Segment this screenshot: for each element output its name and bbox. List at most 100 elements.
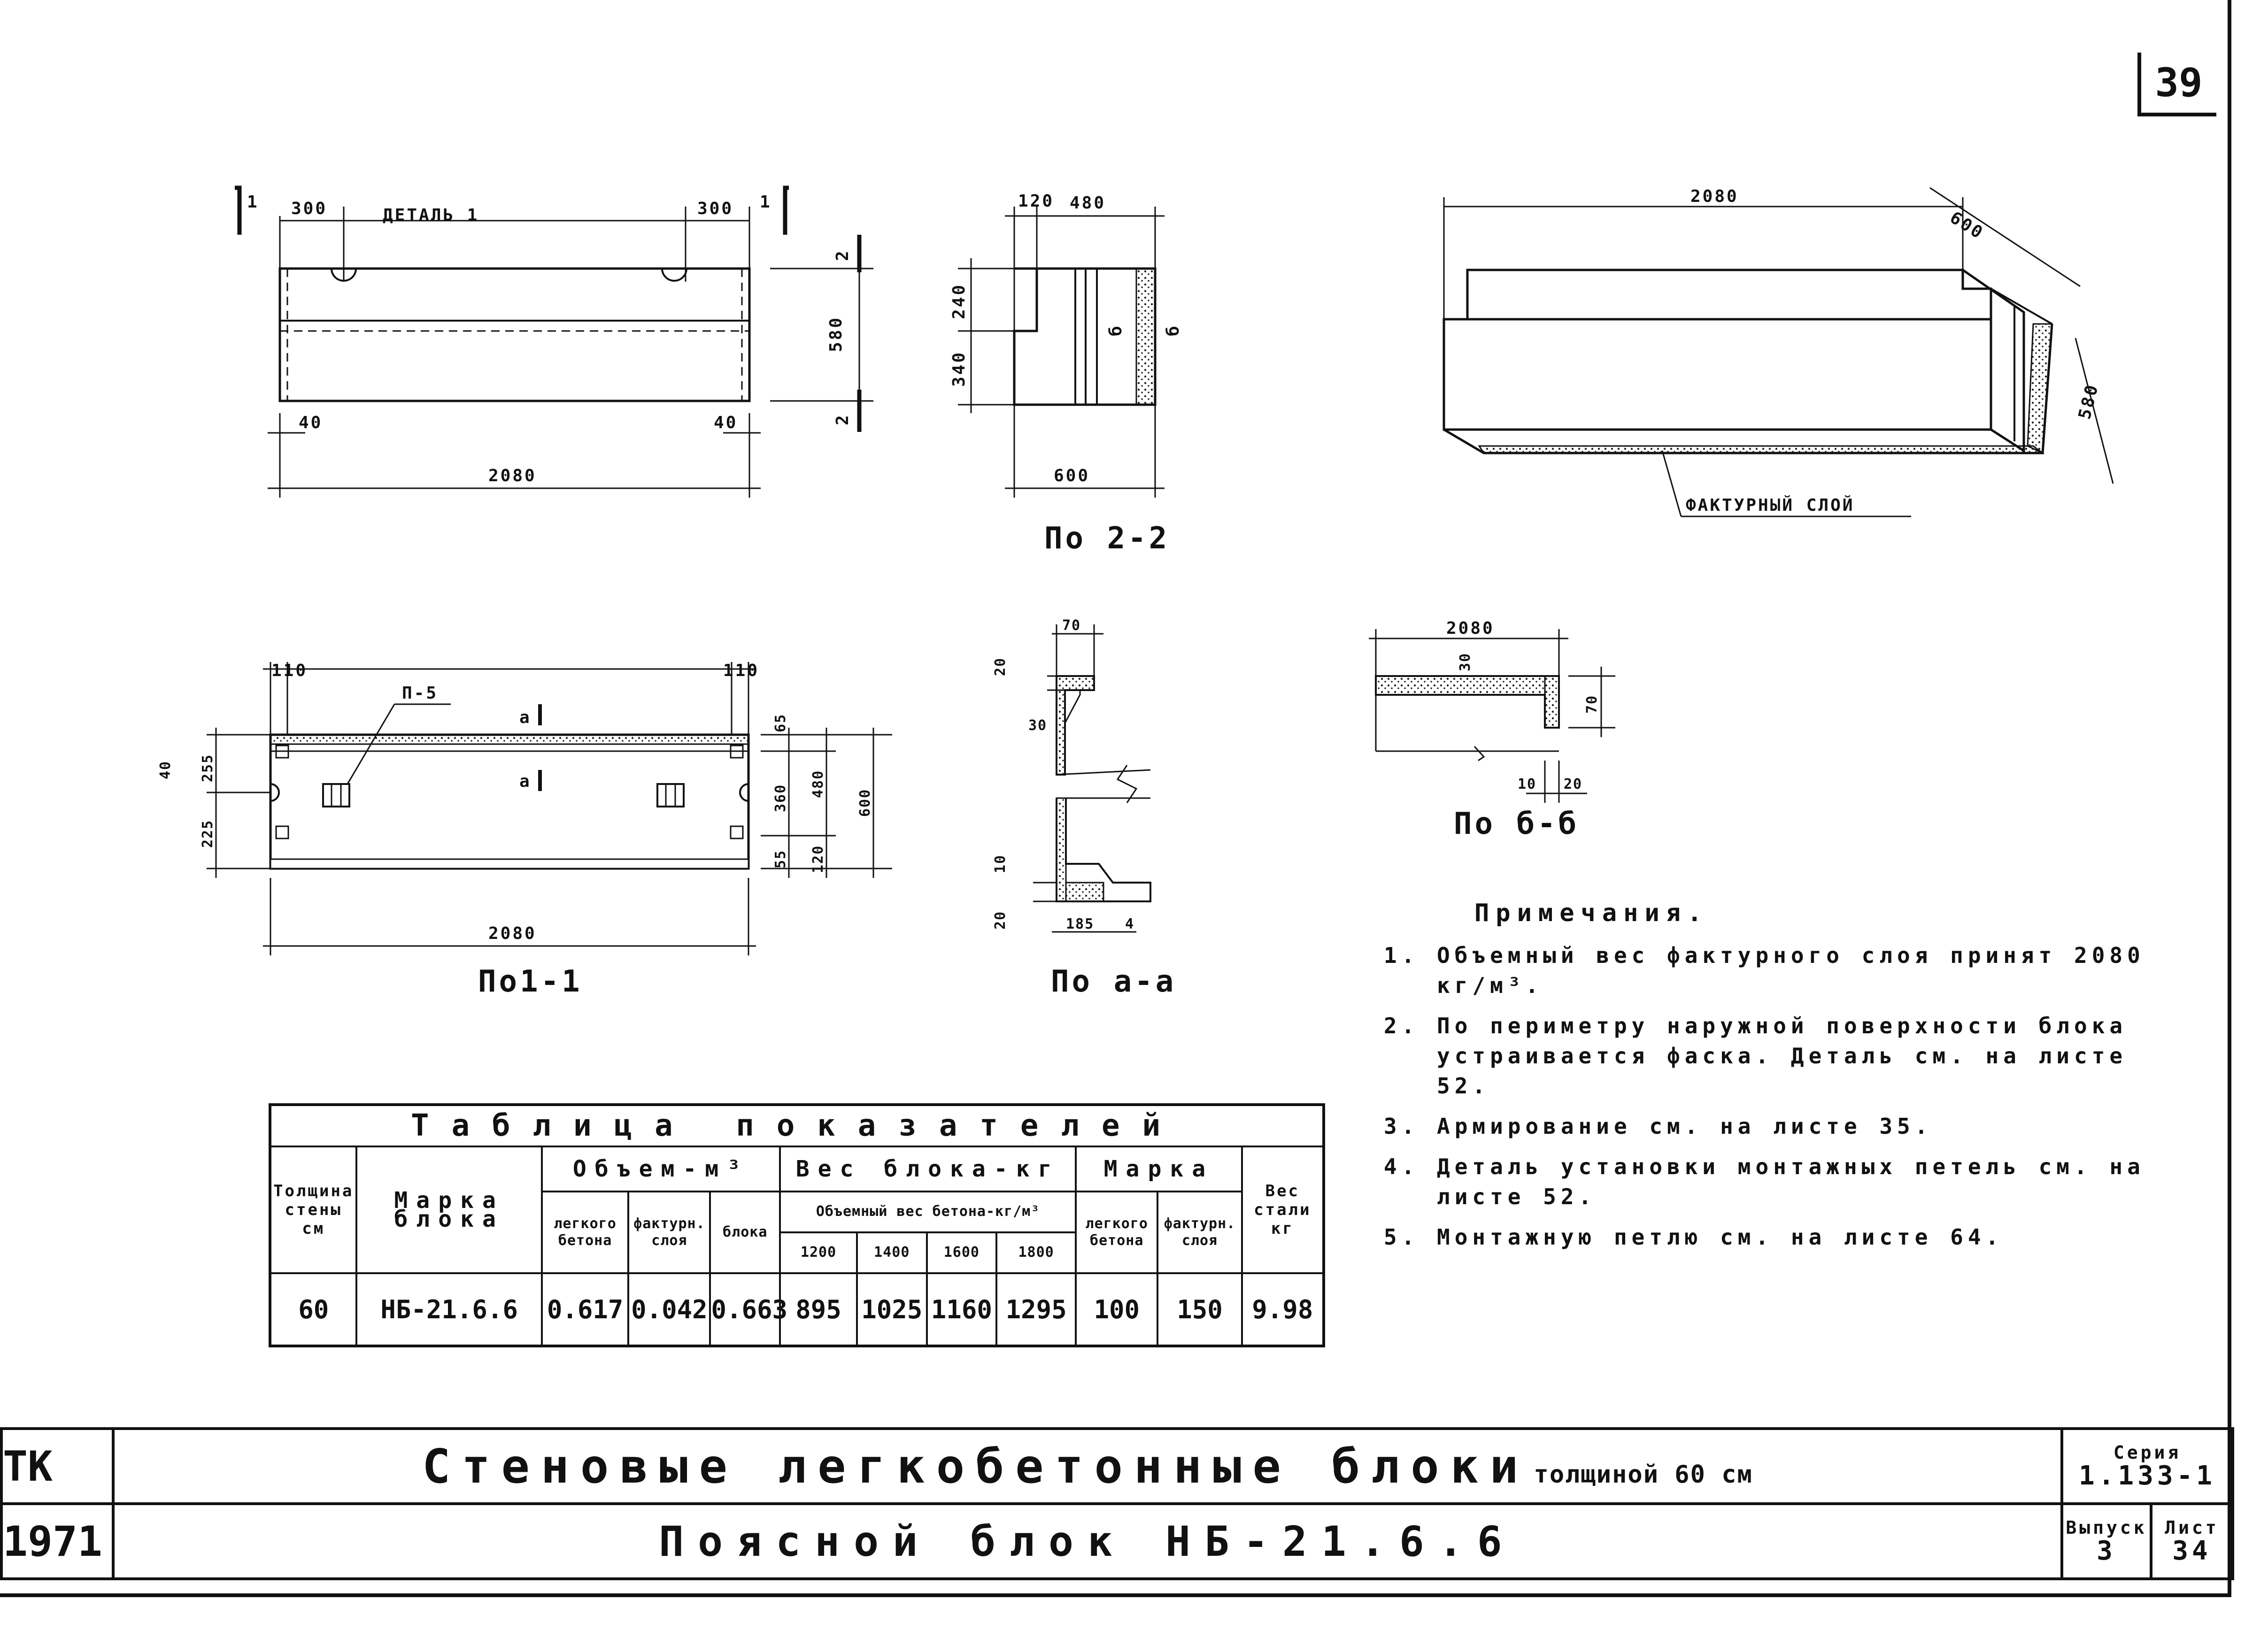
plan-1-1-caption: По1-1: [478, 964, 583, 999]
iso-length-dim: 2080: [1690, 187, 1739, 206]
iso-facing-layer-side: [2027, 323, 2053, 454]
section-a-a-view: [1033, 624, 1151, 933]
title-block: ТК Стеновые легкобетонные блоки толщиной…: [0, 1427, 2235, 1580]
sheet-value: 34: [2172, 1536, 2212, 1566]
section-2-2-dim-lower: 340: [949, 351, 969, 387]
plan-dim-480: 480: [810, 770, 826, 798]
col-w1200: 1200: [779, 1231, 858, 1275]
table-row: 60 НБ-21.6.6 0.617 0.042 0.663 895 1025 …: [269, 1272, 1325, 1347]
iso-upper-step: [1466, 269, 1992, 321]
col-volume-group: Объем-м³: [540, 1146, 781, 1192]
cell-w1800: 1295: [995, 1272, 1077, 1347]
section-a-a-dim-70: 70: [1062, 617, 1081, 634]
col-vol-block: блока: [709, 1190, 781, 1275]
section-2-2-facing-layer: [1135, 268, 1156, 406]
plan-dim-360: 360: [772, 784, 789, 812]
section-mark-1-label-right: 1: [760, 192, 772, 212]
col-vol-facing: фактурн. слоя: [627, 1190, 711, 1275]
title-block-org: ТК: [0, 1427, 115, 1505]
cell-wall-thickness: 60: [269, 1272, 358, 1347]
note-item-2: По периметру наружной поверхности блока …: [1437, 1011, 2174, 1101]
elevation-detail-label: ДЕТАЛЬ 1: [383, 206, 479, 225]
isometric-view: [1443, 187, 2114, 517]
plan-dim-55: 55: [772, 850, 789, 869]
elevation-view: [235, 185, 873, 498]
cell-vol-light: 0.617: [540, 1272, 630, 1347]
issue-value: 3: [2097, 1536, 2116, 1566]
section-b-b-dim-20: 20: [1564, 776, 1582, 792]
cell-vol-facing: 0.042: [627, 1272, 711, 1347]
col-block-mark: Марка блока: [355, 1146, 543, 1274]
section-2-2-view: [958, 207, 1165, 498]
iso-facing-layer-bottom: [1478, 445, 2045, 454]
page-number: 39: [2137, 53, 2216, 116]
issue-label: Выпуск: [2066, 1517, 2147, 1538]
section-mark-1-right: [783, 185, 789, 235]
elevation-length-dim: 2080: [488, 466, 537, 485]
table-title: Таблица показателей: [269, 1104, 1325, 1147]
plan-1-1-outline: [269, 733, 750, 870]
cell-block-mark: НБ-21.6.6: [355, 1272, 543, 1347]
plan-dim-600: 600: [857, 789, 873, 817]
series-label: Серия: [2113, 1442, 2182, 1463]
p5-leader: [347, 704, 395, 784]
section-mark-1-label-left: 1: [247, 192, 259, 212]
cell-steel-weight: 9.98: [1241, 1272, 1325, 1347]
plan-1-1-view: [207, 662, 892, 955]
plan-dim-right-110: 110: [723, 661, 759, 680]
note-item-3: Армирование см. на листе 35.: [1437, 1111, 2174, 1141]
plan-dim-120: 120: [810, 845, 826, 873]
facing-layer-label: ФАКТУРНЫЙ СЛОЙ: [1686, 495, 1854, 515]
note-item-1: Объемный вес фактурного слоя принят 2080…: [1437, 940, 2174, 1000]
plan-mark-a-bottom: а: [519, 772, 532, 791]
title-block-title-cell: Стеновые легкобетонные блоки толщиной 60…: [112, 1427, 2063, 1505]
note-item-4: Деталь установки монтажных петель см. на…: [1437, 1152, 2174, 1212]
section-a-a-dim-4: 4: [1125, 916, 1134, 932]
section-b-b-caption: По б-б: [1454, 807, 1579, 841]
section-a-a-dim-20-top: 20: [992, 657, 1009, 676]
iso-front-face: [1443, 318, 1992, 431]
section-mark-2-label-top: 2: [833, 249, 852, 261]
cell-w1400: 1025: [856, 1272, 928, 1347]
section-a-a-dim-20-bottom: 20: [992, 911, 1009, 930]
section-2-2-width: 600: [1054, 466, 1090, 485]
col-wall-thickness: Толщина стены см: [269, 1146, 358, 1274]
col-w1400: 1400: [856, 1231, 928, 1275]
elevation-offset-left: 300: [291, 199, 327, 218]
plan-dim-40: 40: [157, 761, 174, 779]
cell-w1200: 895: [779, 1272, 858, 1347]
mounting-loop-p5-left: [322, 783, 350, 807]
title-block-sheet-cell: Лист 34: [2149, 1502, 2235, 1580]
title-block-title: Стеновые легкобетонные блоки: [422, 1438, 1529, 1494]
title-block-series-cell: Серия 1.133-1: [2060, 1427, 2235, 1505]
col-grade-light: легкого бетона: [1075, 1190, 1159, 1275]
section-2-2-mark-b-left: б: [1106, 324, 1126, 336]
title-block-year: 1971: [0, 1502, 115, 1580]
section-a-a-dim-185: 185: [1066, 916, 1094, 932]
col-weight-group: Вес блока-кг: [779, 1146, 1077, 1192]
section-2-2-mark-b-right: б: [1164, 324, 1183, 336]
iso-height-dim: 580: [2075, 382, 2102, 422]
sheet-border-bottom: [0, 1593, 2231, 1597]
lifting-loop-right: [661, 268, 687, 282]
section-a-a-dim-10: 10: [992, 854, 1009, 873]
section-b-b-facing-layer: [1375, 675, 1546, 696]
section-b-b-dim-30: 30: [1457, 653, 1473, 671]
plan-dim-255: 255: [200, 754, 216, 782]
col-grade-group: Марка: [1075, 1146, 1243, 1192]
col-w1600: 1600: [926, 1231, 998, 1275]
notes-title: Примечания.: [1474, 899, 1709, 927]
iso-depth-dim: 600: [1946, 208, 1987, 244]
plan-dim-225: 225: [200, 820, 216, 848]
plan-dim-65: 65: [772, 714, 789, 732]
iso-bottom-edge: [1443, 323, 2053, 454]
section-b-b-view: [1369, 629, 1615, 803]
cell-vol-block: 0.663: [709, 1272, 787, 1347]
plan-dim-left-110: 110: [271, 661, 308, 680]
section-2-2-dim-top-a: 120: [1018, 192, 1054, 211]
sheet-label: Лист: [2165, 1517, 2219, 1538]
section-mark-2-label-bottom: 2: [833, 413, 852, 425]
section-2-2-dim-top-b: 480: [1070, 193, 1106, 213]
mounting-loop-p5-right: [656, 783, 685, 807]
